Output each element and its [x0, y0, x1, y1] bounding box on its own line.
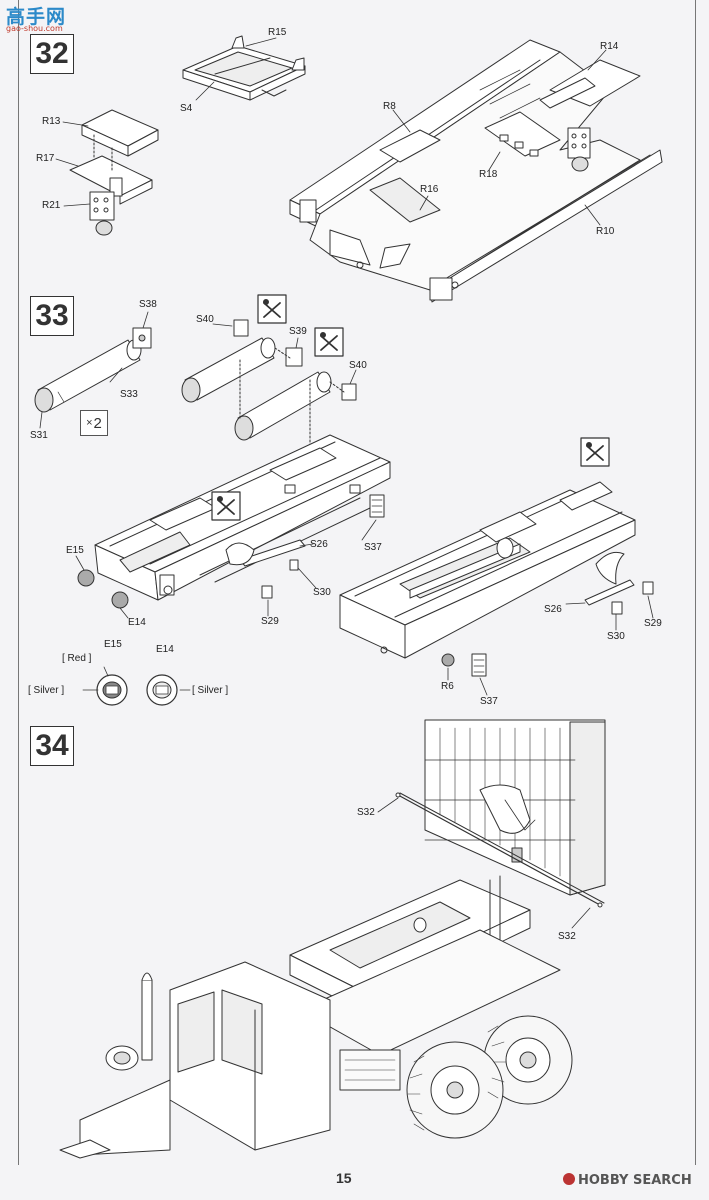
label-s33: S33	[120, 389, 138, 400]
step33-right-frame	[339, 481, 654, 677]
label-s30-left: S30	[313, 587, 331, 598]
step-33-number: 33	[30, 296, 74, 336]
step33-left-cylinder	[34, 327, 152, 413]
step33-center-cylinders	[181, 319, 357, 471]
callout-e15: E15	[104, 639, 122, 650]
label-r21: R21	[42, 200, 61, 211]
label-r14: R14	[600, 41, 619, 52]
label-r10: R10	[596, 226, 615, 237]
label-r18: R18	[479, 169, 498, 180]
step32-part-s4-r15	[182, 35, 306, 101]
label-r16: R16	[420, 184, 439, 195]
label-s31: S31	[30, 430, 48, 441]
label-s40-right: S40	[349, 360, 367, 371]
label-e14: E14	[128, 617, 146, 628]
step-32-number: 32	[30, 34, 74, 74]
callout-silver-right: [ Silver ]	[192, 685, 229, 696]
watermark-sub-text: gao-shou.com	[6, 24, 63, 33]
callout-e14: E14	[156, 644, 174, 655]
label-r13: R13	[42, 116, 61, 127]
e14-color-callout	[146, 674, 191, 706]
right-border-line	[695, 0, 696, 1165]
label-e15: E15	[66, 545, 84, 556]
label-r17: R17	[36, 153, 55, 164]
callout-red: [ Red ]	[62, 653, 92, 664]
label-s29-right: S29	[644, 618, 662, 629]
step-34-number: 34	[30, 726, 74, 766]
step34-truck-body	[59, 875, 573, 1159]
label-s32-right: S32	[558, 931, 576, 942]
bottom-watermark: HOBBY SEARCH	[563, 1171, 703, 1191]
watermark-main-text: 高手网	[6, 6, 67, 28]
label-s37-left: S37	[364, 542, 382, 553]
e15-color-callout	[82, 666, 128, 706]
label-s32-left: S32	[357, 807, 375, 818]
multiplier-value: 2	[93, 414, 102, 432]
watermark-brand-text: HOBBY SEARCH	[578, 1173, 692, 1188]
label-s26-right: S26	[544, 604, 562, 615]
step32-small-parts	[69, 109, 159, 236]
hobby-search-logo-icon	[563, 1173, 575, 1185]
callout-silver-left: [ Silver ]	[28, 685, 65, 696]
step32-frame-r8-r10	[289, 39, 663, 303]
label-s38: S38	[139, 299, 157, 310]
label-s39: S39	[289, 326, 307, 337]
label-r6: R6	[441, 681, 454, 692]
no-glue-icon	[211, 491, 241, 521]
label-r8: R8	[383, 101, 396, 112]
label-r15: R15	[268, 27, 287, 38]
no-glue-icon	[580, 437, 610, 467]
label-s4: S4	[180, 103, 193, 114]
label-s37-right: S37	[480, 696, 498, 707]
label-s26-left: S26	[310, 539, 328, 550]
left-border-line	[18, 0, 19, 1165]
label-s40-left: S40	[196, 314, 214, 325]
no-glue-icon	[314, 327, 344, 357]
step34-rods	[395, 792, 605, 908]
page-number: 15	[336, 1170, 352, 1186]
label-s29-left: S29	[261, 616, 279, 627]
quantity-multiplier-box: ×2	[80, 410, 108, 436]
multiply-sign-icon: ×	[86, 417, 93, 429]
step34-grille-panel	[424, 719, 606, 896]
top-watermark: 高手网 gao-shou.com	[6, 2, 70, 33]
no-glue-icon	[257, 294, 287, 324]
step33-left-frame	[94, 434, 391, 601]
step33-left-attachments	[77, 494, 385, 609]
label-s30-right: S30	[607, 631, 625, 642]
